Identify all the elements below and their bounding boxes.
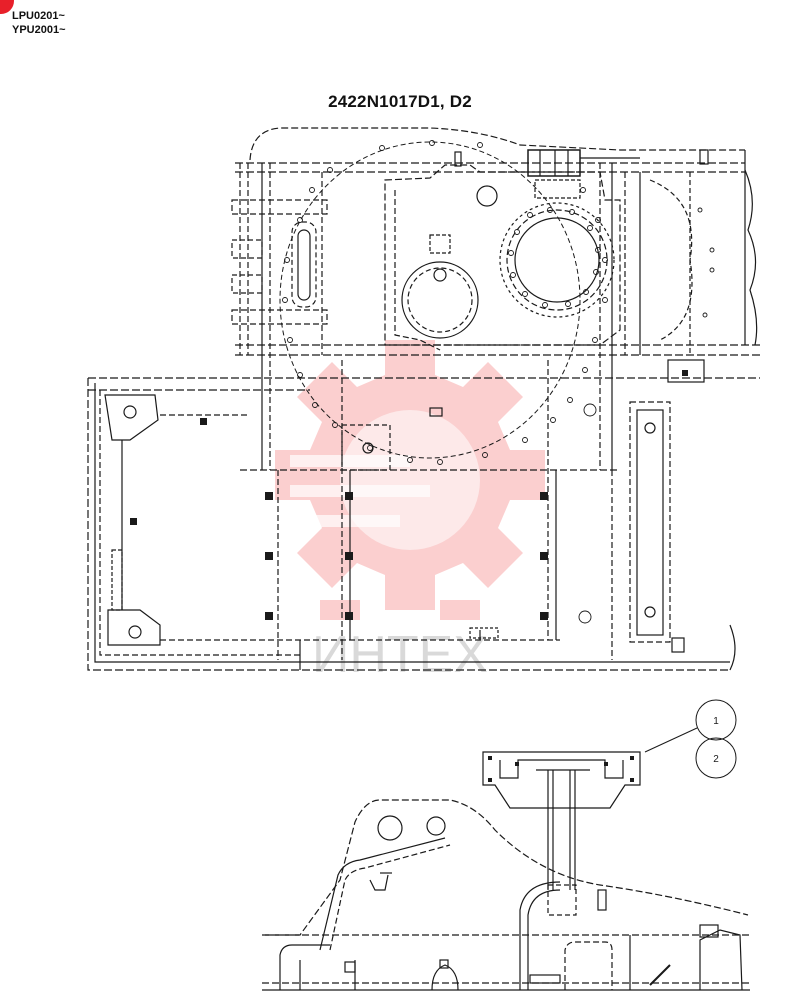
leader-line <box>644 727 698 753</box>
gearbox-housing <box>384 164 621 346</box>
lower-frame <box>87 378 730 671</box>
serial-range-1: LPU0201~ <box>12 10 65 22</box>
callout-circle-2 <box>695 737 737 779</box>
callout-label-1: 1 <box>713 716 719 727</box>
callout-group <box>644 699 737 779</box>
upper-outline <box>249 127 745 161</box>
callout-label-2: 2 <box>713 754 719 765</box>
pin-hole-2 <box>426 816 446 836</box>
watermark-logo <box>275 340 545 620</box>
boom-outline <box>265 799 749 936</box>
lower-detail <box>262 751 750 991</box>
bearing-left <box>401 261 479 339</box>
right-stay <box>629 401 671 643</box>
valve-block <box>527 149 581 177</box>
callout-circle-1 <box>695 699 737 741</box>
upper-assembly <box>87 127 760 671</box>
bolt-set <box>130 370 688 620</box>
hole-pattern <box>282 140 715 624</box>
part-number-title: 2422N1017D1, D2 <box>328 92 472 111</box>
watermark-text: ИНТЕХ <box>312 626 488 684</box>
swing-circle <box>279 141 581 459</box>
pin-hole-1 <box>377 815 403 841</box>
serial-range-2: YPU2001~ <box>12 24 66 36</box>
bearing-right <box>506 209 608 311</box>
serial-ranges: LPU0201~ YPU2001~ <box>12 9 66 37</box>
mounting-bracket <box>482 751 641 809</box>
